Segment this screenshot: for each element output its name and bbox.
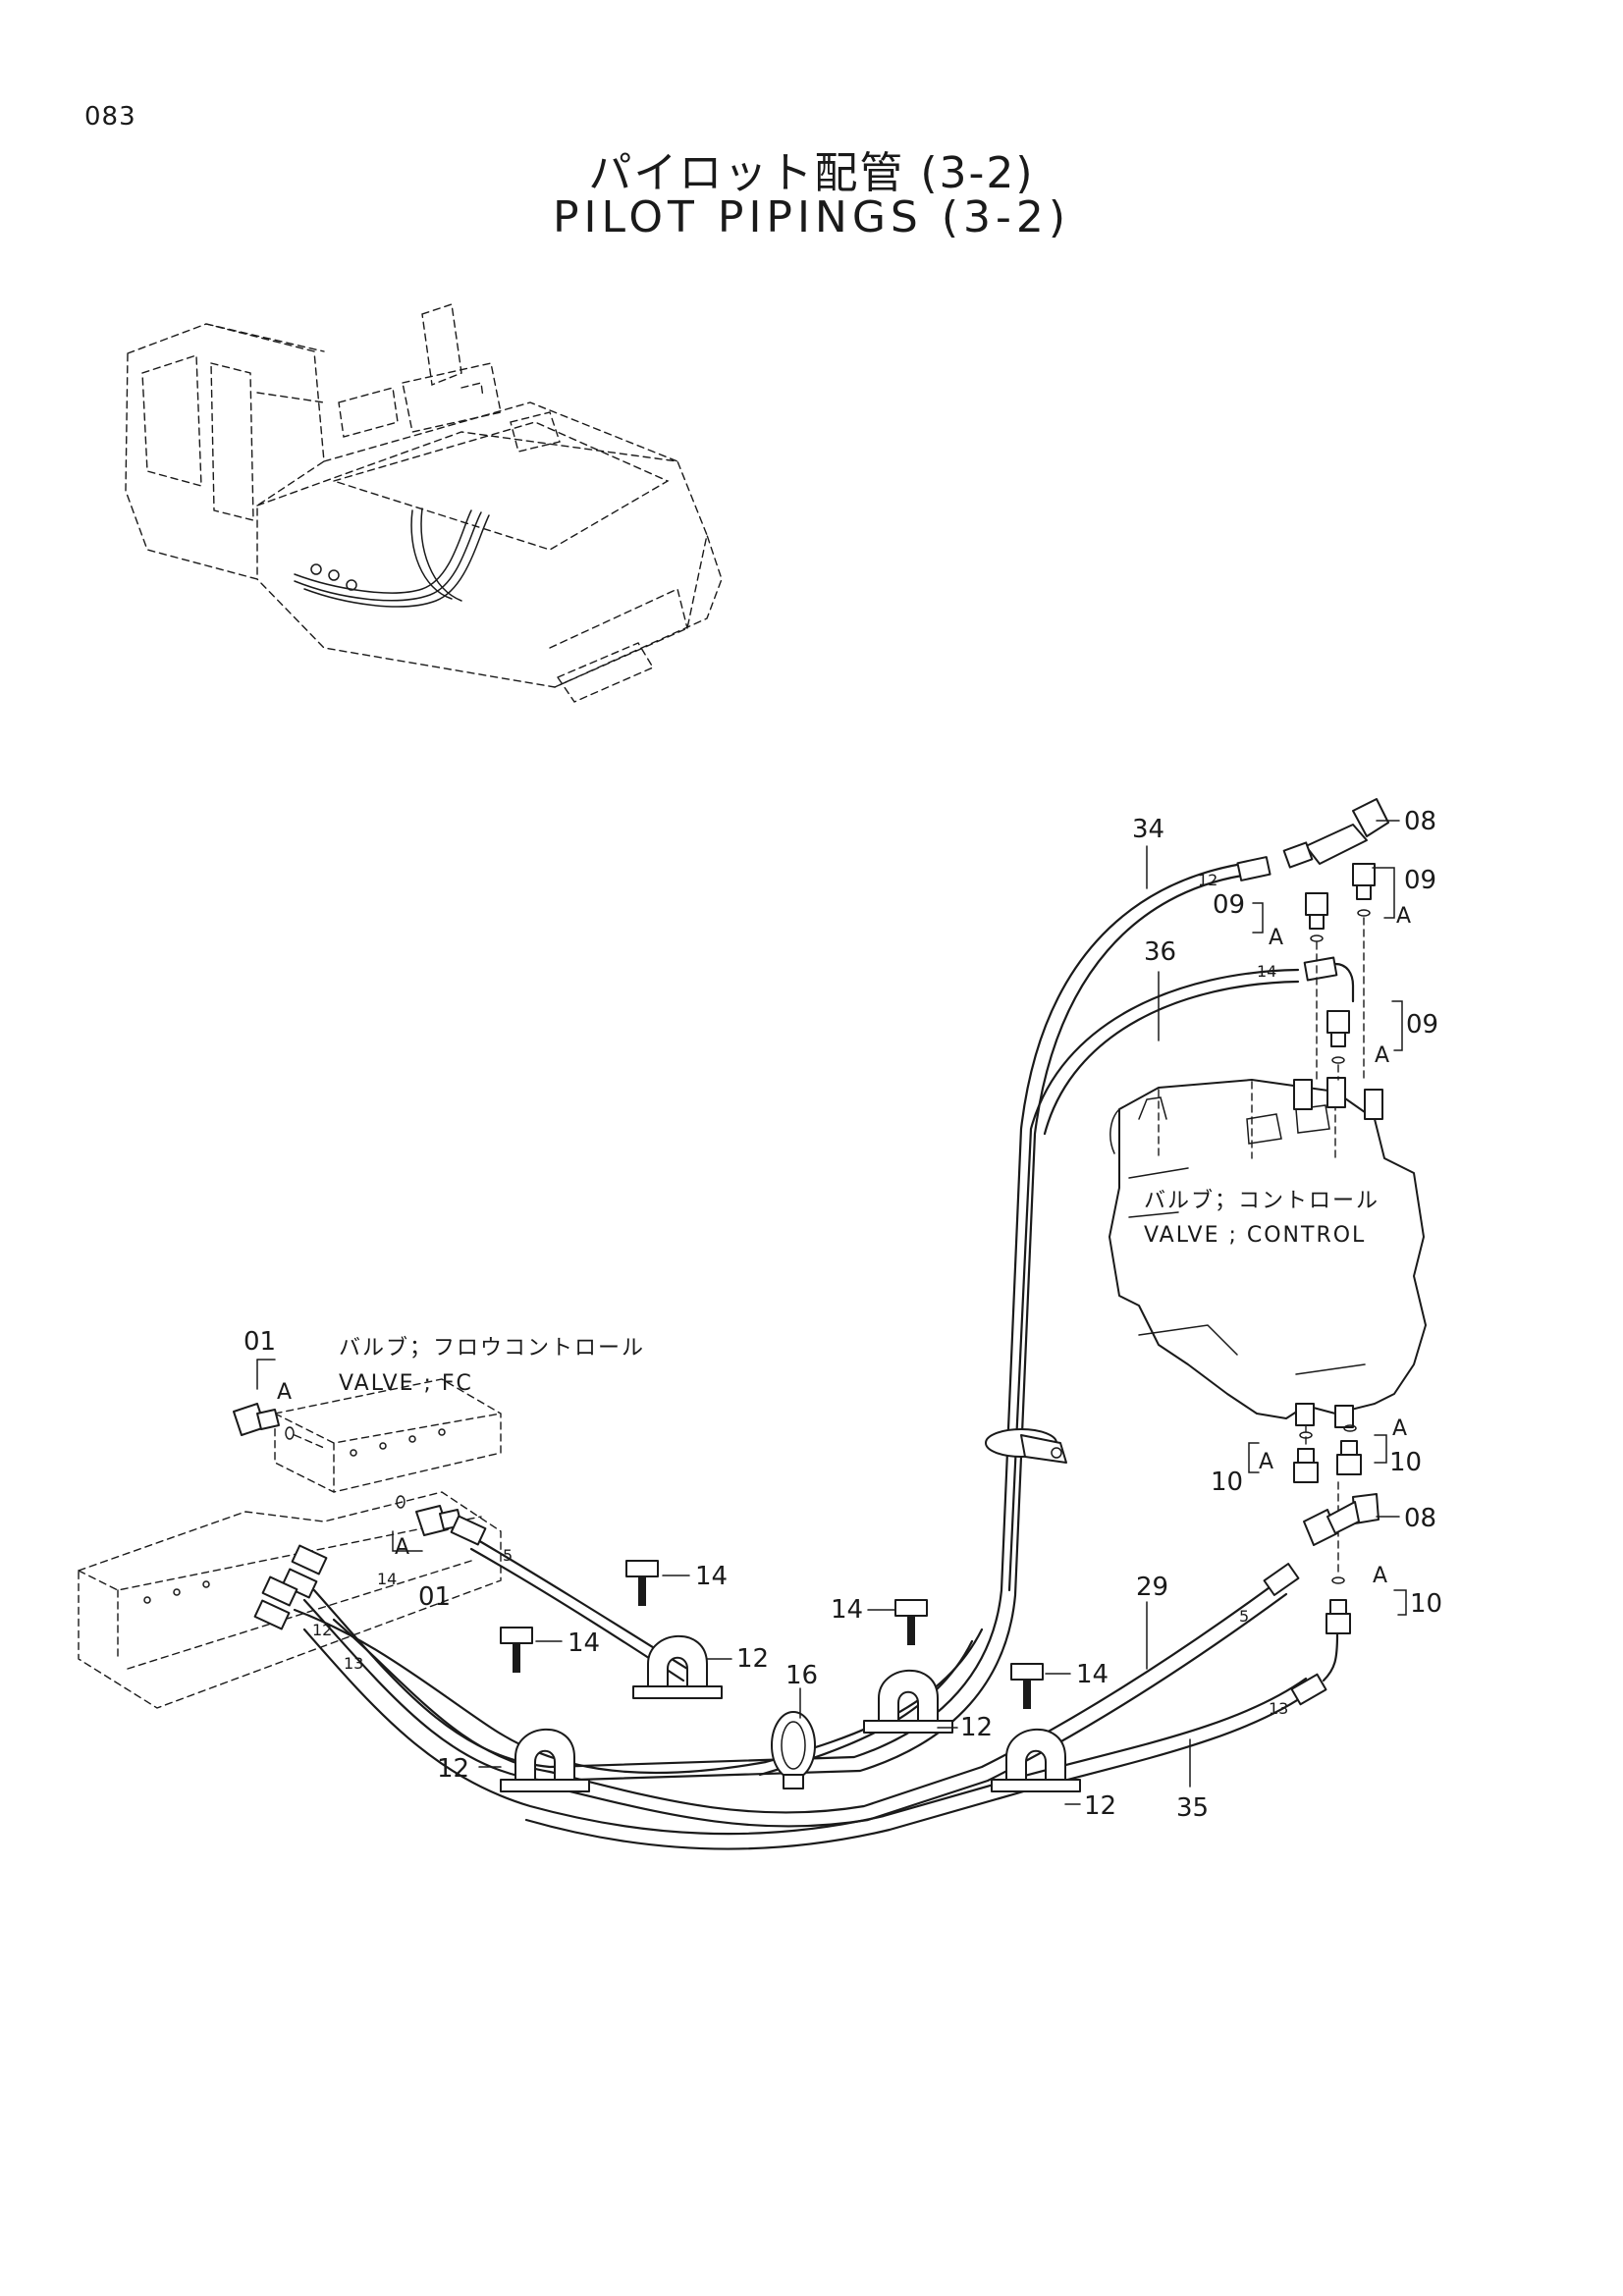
detail-a-mark-2: A bbox=[1396, 904, 1411, 929]
callout-14-b: 14 bbox=[568, 1629, 600, 1658]
part-callouts: 34 36 29 35 16 08 08 09 09 09 10 10 10 0… bbox=[243, 807, 1442, 1823]
adapter-10-c bbox=[1325, 1481, 1351, 1634]
hose-end-fitting-bottom bbox=[1263, 1563, 1339, 1706]
size-mark-13-left: 13 bbox=[344, 1654, 363, 1673]
callout-10-left: 10 bbox=[1211, 1468, 1243, 1497]
adapter-09-a bbox=[1305, 892, 1328, 942]
hose-end-fittings-left bbox=[253, 1515, 487, 1630]
control-valve-label-en: VALVE ; CONTROL bbox=[1144, 1223, 1366, 1248]
control-valve-label-jp: バルブ；コントロール bbox=[1144, 1189, 1380, 1213]
callout-08-top: 08 bbox=[1404, 807, 1436, 836]
excavator-overview-sketch bbox=[125, 303, 723, 703]
callout-12-d: 12 bbox=[1084, 1791, 1116, 1821]
callout-08-bottom: 08 bbox=[1404, 1504, 1436, 1533]
adapter-09-b bbox=[1352, 863, 1376, 1081]
page-number: 083 bbox=[84, 102, 136, 132]
detail-a-mark-7: A bbox=[277, 1380, 292, 1405]
callout-01-top: 01 bbox=[243, 1327, 276, 1357]
callout-14-a: 14 bbox=[695, 1562, 728, 1591]
detail-a-mark-3: A bbox=[1375, 1043, 1389, 1068]
callout-09-lower: 09 bbox=[1406, 1010, 1438, 1040]
adapter-10-b bbox=[1336, 1424, 1362, 1475]
hose-end-fitting-top bbox=[1236, 856, 1355, 1003]
callout-01-bottom: 01 bbox=[418, 1582, 451, 1612]
adapter-09-c bbox=[1316, 941, 1350, 1081]
adapter-10-a bbox=[1293, 1424, 1319, 1483]
control-valve-body bbox=[1109, 1077, 1427, 1428]
size-mark-12-left: 12 bbox=[312, 1621, 332, 1639]
hose-29 bbox=[332, 1580, 1288, 1828]
pipe-clamp-b bbox=[863, 1669, 953, 1734]
band-clamp-16 bbox=[771, 1711, 816, 1789]
size-mark-5-right: 5 bbox=[1239, 1607, 1249, 1626]
detail-a-mark-6: A bbox=[1373, 1564, 1387, 1588]
bolt-14-c bbox=[894, 1599, 928, 1645]
bolt-14-d bbox=[1010, 1663, 1044, 1709]
elbow-fitting-08-bottom bbox=[1303, 1493, 1380, 1546]
detail-a-mark-4: A bbox=[1392, 1416, 1407, 1441]
callout-14-d: 14 bbox=[1076, 1660, 1109, 1689]
detail-a-marks: A A A A A A A A bbox=[277, 904, 1411, 1588]
callout-12-a: 12 bbox=[736, 1644, 769, 1674]
hose-size-marks: 12 14 5 13 5 14 12 13 bbox=[312, 871, 1288, 1718]
callout-29: 29 bbox=[1136, 1573, 1168, 1602]
page-title-japanese: パイロット配管 (3-2) bbox=[588, 148, 1035, 198]
size-mark-12-top: 12 bbox=[1198, 871, 1217, 889]
hose-34 bbox=[302, 862, 1244, 1783]
size-mark-5-left: 5 bbox=[503, 1546, 513, 1565]
elbow-fitting-08-top bbox=[1282, 798, 1389, 869]
page-title-english: PILOT PIPINGS (3-2) bbox=[552, 192, 1071, 242]
detail-a-mark-8: A bbox=[395, 1535, 409, 1560]
callout-09-right: 09 bbox=[1404, 866, 1436, 895]
callout-12-c: 12 bbox=[437, 1754, 469, 1784]
detail-a-mark-1: A bbox=[1269, 926, 1283, 950]
size-mark-14-left: 14 bbox=[377, 1570, 397, 1588]
callout-35: 35 bbox=[1176, 1793, 1209, 1823]
hose-35 bbox=[302, 1628, 1314, 1850]
size-mark-14-top: 14 bbox=[1257, 962, 1276, 981]
hose-clamp-upper bbox=[985, 1428, 1067, 1464]
detail-a-mark-5: A bbox=[1259, 1450, 1273, 1474]
callout-12-b: 12 bbox=[960, 1713, 993, 1742]
leader-lines bbox=[256, 820, 1407, 1805]
fc-valve-manifold bbox=[78, 1378, 502, 1709]
callout-16: 16 bbox=[785, 1661, 818, 1690]
fc-valve-label-jp: バルブ；フロウコントロール bbox=[339, 1336, 645, 1361]
callout-09-left: 09 bbox=[1213, 890, 1245, 920]
callout-14-c: 14 bbox=[831, 1595, 863, 1625]
pipe-clamp-a bbox=[632, 1634, 723, 1699]
callout-36: 36 bbox=[1144, 937, 1176, 967]
callout-10-right: 10 bbox=[1389, 1448, 1422, 1477]
pipe-clamp-c bbox=[500, 1728, 590, 1792]
bolt-14-b bbox=[500, 1627, 533, 1673]
callout-34: 34 bbox=[1132, 815, 1164, 844]
pipe-clamp-d bbox=[991, 1728, 1081, 1792]
bolt-14-a bbox=[625, 1560, 659, 1606]
size-mark-13-right: 13 bbox=[1269, 1699, 1288, 1718]
fc-valve-label-en: VALVE ; FC bbox=[339, 1371, 473, 1396]
callout-10-bottom: 10 bbox=[1410, 1589, 1442, 1619]
connector-01-top bbox=[233, 1403, 325, 1449]
